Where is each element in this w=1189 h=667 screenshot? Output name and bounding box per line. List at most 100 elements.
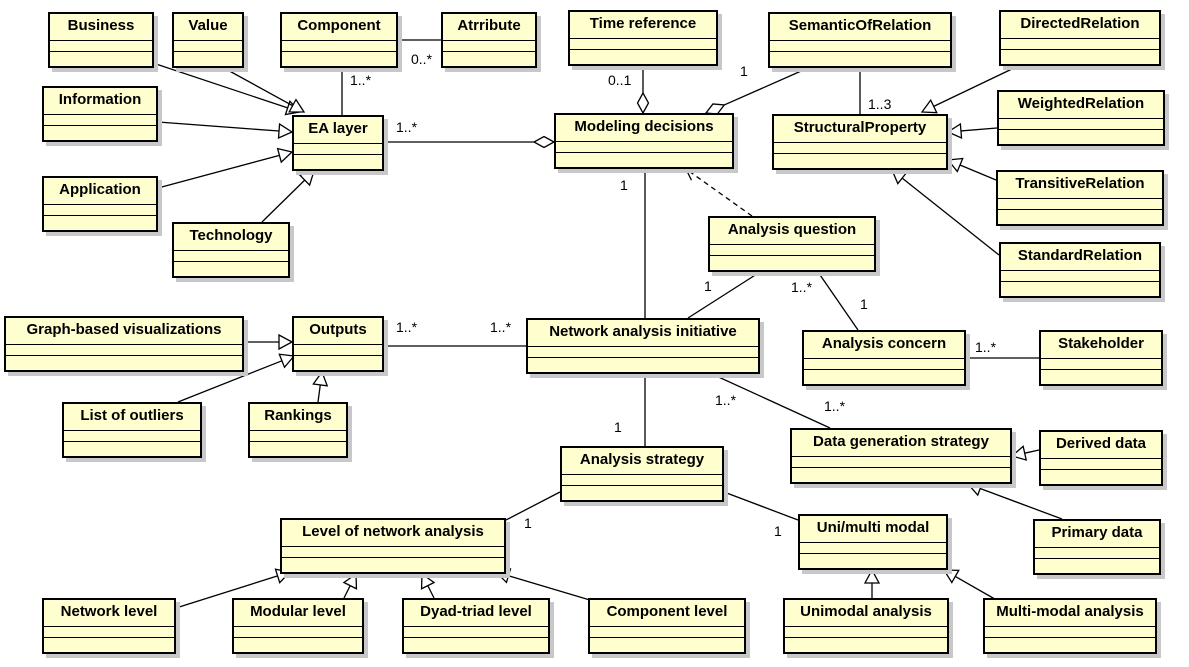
multiplicity-label: 1..*	[824, 398, 846, 414]
multiplicity-label: 1	[860, 296, 868, 312]
class-network-level[interactable]: Network level	[42, 598, 176, 654]
class-analysis-question[interactable]: Analysis question	[708, 216, 876, 272]
multiplicity-label: 0..*	[411, 51, 433, 67]
class-analysis-strategy[interactable]: Analysis strategy	[560, 446, 724, 502]
class-name: Analysis question	[710, 218, 874, 245]
generalization-line	[261, 179, 306, 223]
generalization-arrowhead	[278, 353, 296, 369]
class-analysis-concern[interactable]: Analysis concern	[802, 330, 966, 386]
class-name: Unimodal analysis	[785, 600, 947, 627]
class-multi-modal-analysis[interactable]: Multi-modal analysis	[983, 598, 1157, 654]
aggregation-line	[724, 67, 809, 106]
class-graph-based-visualizations[interactable]: Graph-based visualizations	[4, 316, 244, 372]
dependency-line	[685, 168, 753, 217]
generalization-line	[149, 61, 288, 109]
class-network-analysis-initiative[interactable]: Network analysis initiative	[526, 318, 760, 374]
class-name: Component level	[590, 600, 744, 627]
generalization-arrowhead	[863, 568, 881, 584]
class-component-level[interactable]: Component level	[588, 598, 746, 654]
class-dyad-triad-level[interactable]: Dyad-triad level	[402, 598, 550, 654]
dependency-arrowhead	[684, 168, 699, 181]
generalization-line	[959, 164, 997, 181]
multiplicity-label: 1..*	[396, 119, 418, 135]
class-value[interactable]: Value	[172, 12, 244, 68]
association-line	[687, 271, 761, 319]
class-name: Level of network analysis	[282, 520, 504, 547]
class-list-of-outliers[interactable]: List of outliers	[62, 402, 202, 458]
class-name: WeightedRelation	[999, 92, 1163, 119]
class-primary-data[interactable]: Primary data	[1033, 519, 1161, 575]
class-weighted-relation[interactable]: WeightedRelation	[997, 90, 1165, 146]
class-name: Derived data	[1041, 432, 1161, 459]
generalization-arrowhead	[277, 122, 294, 140]
class-name: SemanticOfRelation	[770, 14, 950, 41]
class-business[interactable]: Business	[48, 12, 154, 68]
class-time-reference[interactable]: Time reference	[568, 10, 718, 66]
class-name: Network level	[44, 600, 174, 627]
multiplicity-label: 1..*	[791, 279, 813, 295]
multiplicity-label: 1	[524, 515, 532, 531]
class-name: Data generation strategy	[792, 430, 1010, 457]
class-directed-relation[interactable]: DirectedRelation	[999, 10, 1161, 66]
generalization-arrowhead	[946, 157, 964, 173]
class-stakeholder[interactable]: Stakeholder	[1039, 330, 1163, 386]
multiplicity-label: 1	[614, 419, 622, 435]
class-name: Technology	[174, 224, 288, 251]
generalization-line	[175, 575, 278, 609]
class-structural-property[interactable]: StructuralProperty	[772, 114, 948, 170]
generalization-line	[177, 360, 283, 403]
generalization-line	[223, 67, 293, 107]
generalization-arrowhead	[276, 147, 294, 164]
generalization-line	[933, 67, 1015, 107]
class-data-generation-strategy[interactable]: Data generation strategy	[790, 428, 1012, 484]
class-semantic-of-relation[interactable]: SemanticOfRelation	[768, 12, 952, 68]
class-name: Stakeholder	[1041, 332, 1161, 359]
class-name: List of outliers	[64, 404, 200, 431]
class-component[interactable]: Component	[280, 12, 398, 68]
class-modeling-decisions[interactable]: Modeling decisions	[554, 113, 734, 169]
generalization-line	[157, 121, 280, 132]
generalization-arrowhead	[1010, 445, 1028, 461]
class-name: Analysis concern	[804, 332, 964, 359]
class-uni-multi-modal[interactable]: Uni/multi modal	[798, 514, 948, 570]
class-outputs[interactable]: Outputs	[292, 316, 384, 372]
class-name: Dyad-triad level	[404, 600, 548, 627]
generalization-arrowhead	[298, 170, 315, 187]
class-name: Value	[174, 14, 242, 41]
generalization-arrowhead	[890, 169, 908, 185]
generalization-arrowhead	[420, 572, 436, 590]
generalization-line	[343, 585, 351, 599]
generalization-line	[427, 585, 435, 599]
generalization-arrowhead	[946, 122, 963, 139]
multiplicity-label: 1..3	[868, 96, 892, 112]
generalization-line	[979, 487, 1063, 520]
association-line	[505, 491, 561, 521]
generalization-line	[1024, 449, 1040, 454]
class-name: Uni/multi modal	[800, 516, 946, 543]
class-ea-layer[interactable]: EA layer	[292, 115, 384, 171]
class-atrribute[interactable]: Atrribute	[441, 12, 537, 68]
class-name: DirectedRelation	[1001, 12, 1159, 39]
class-name: Graph-based visualizations	[6, 318, 242, 345]
class-name: Primary data	[1035, 521, 1159, 548]
class-rankings[interactable]: Rankings	[248, 402, 348, 458]
class-modular-level[interactable]: Modular level	[232, 598, 364, 654]
class-information[interactable]: Information	[42, 86, 158, 142]
generalization-line	[317, 384, 321, 403]
generalization-arrowhead	[942, 569, 960, 584]
association-line	[817, 271, 859, 331]
class-derived-data[interactable]: Derived data	[1039, 430, 1163, 486]
class-level-of-network-analysis[interactable]: Level of network analysis	[280, 518, 506, 574]
class-technology[interactable]: Technology	[172, 222, 290, 278]
class-transitive-relation[interactable]: TransitiveRelation	[996, 170, 1164, 226]
class-name: Modeling decisions	[556, 115, 732, 142]
class-application[interactable]: Application	[42, 176, 158, 232]
generalization-arrowhead	[920, 98, 938, 114]
generalization-line	[954, 575, 1001, 603]
generalization-line	[157, 154, 280, 189]
class-name: Time reference	[570, 12, 716, 39]
class-unimodal-analysis[interactable]: Unimodal analysis	[783, 598, 949, 654]
class-standard-relation[interactable]: StandardRelation	[999, 242, 1161, 298]
